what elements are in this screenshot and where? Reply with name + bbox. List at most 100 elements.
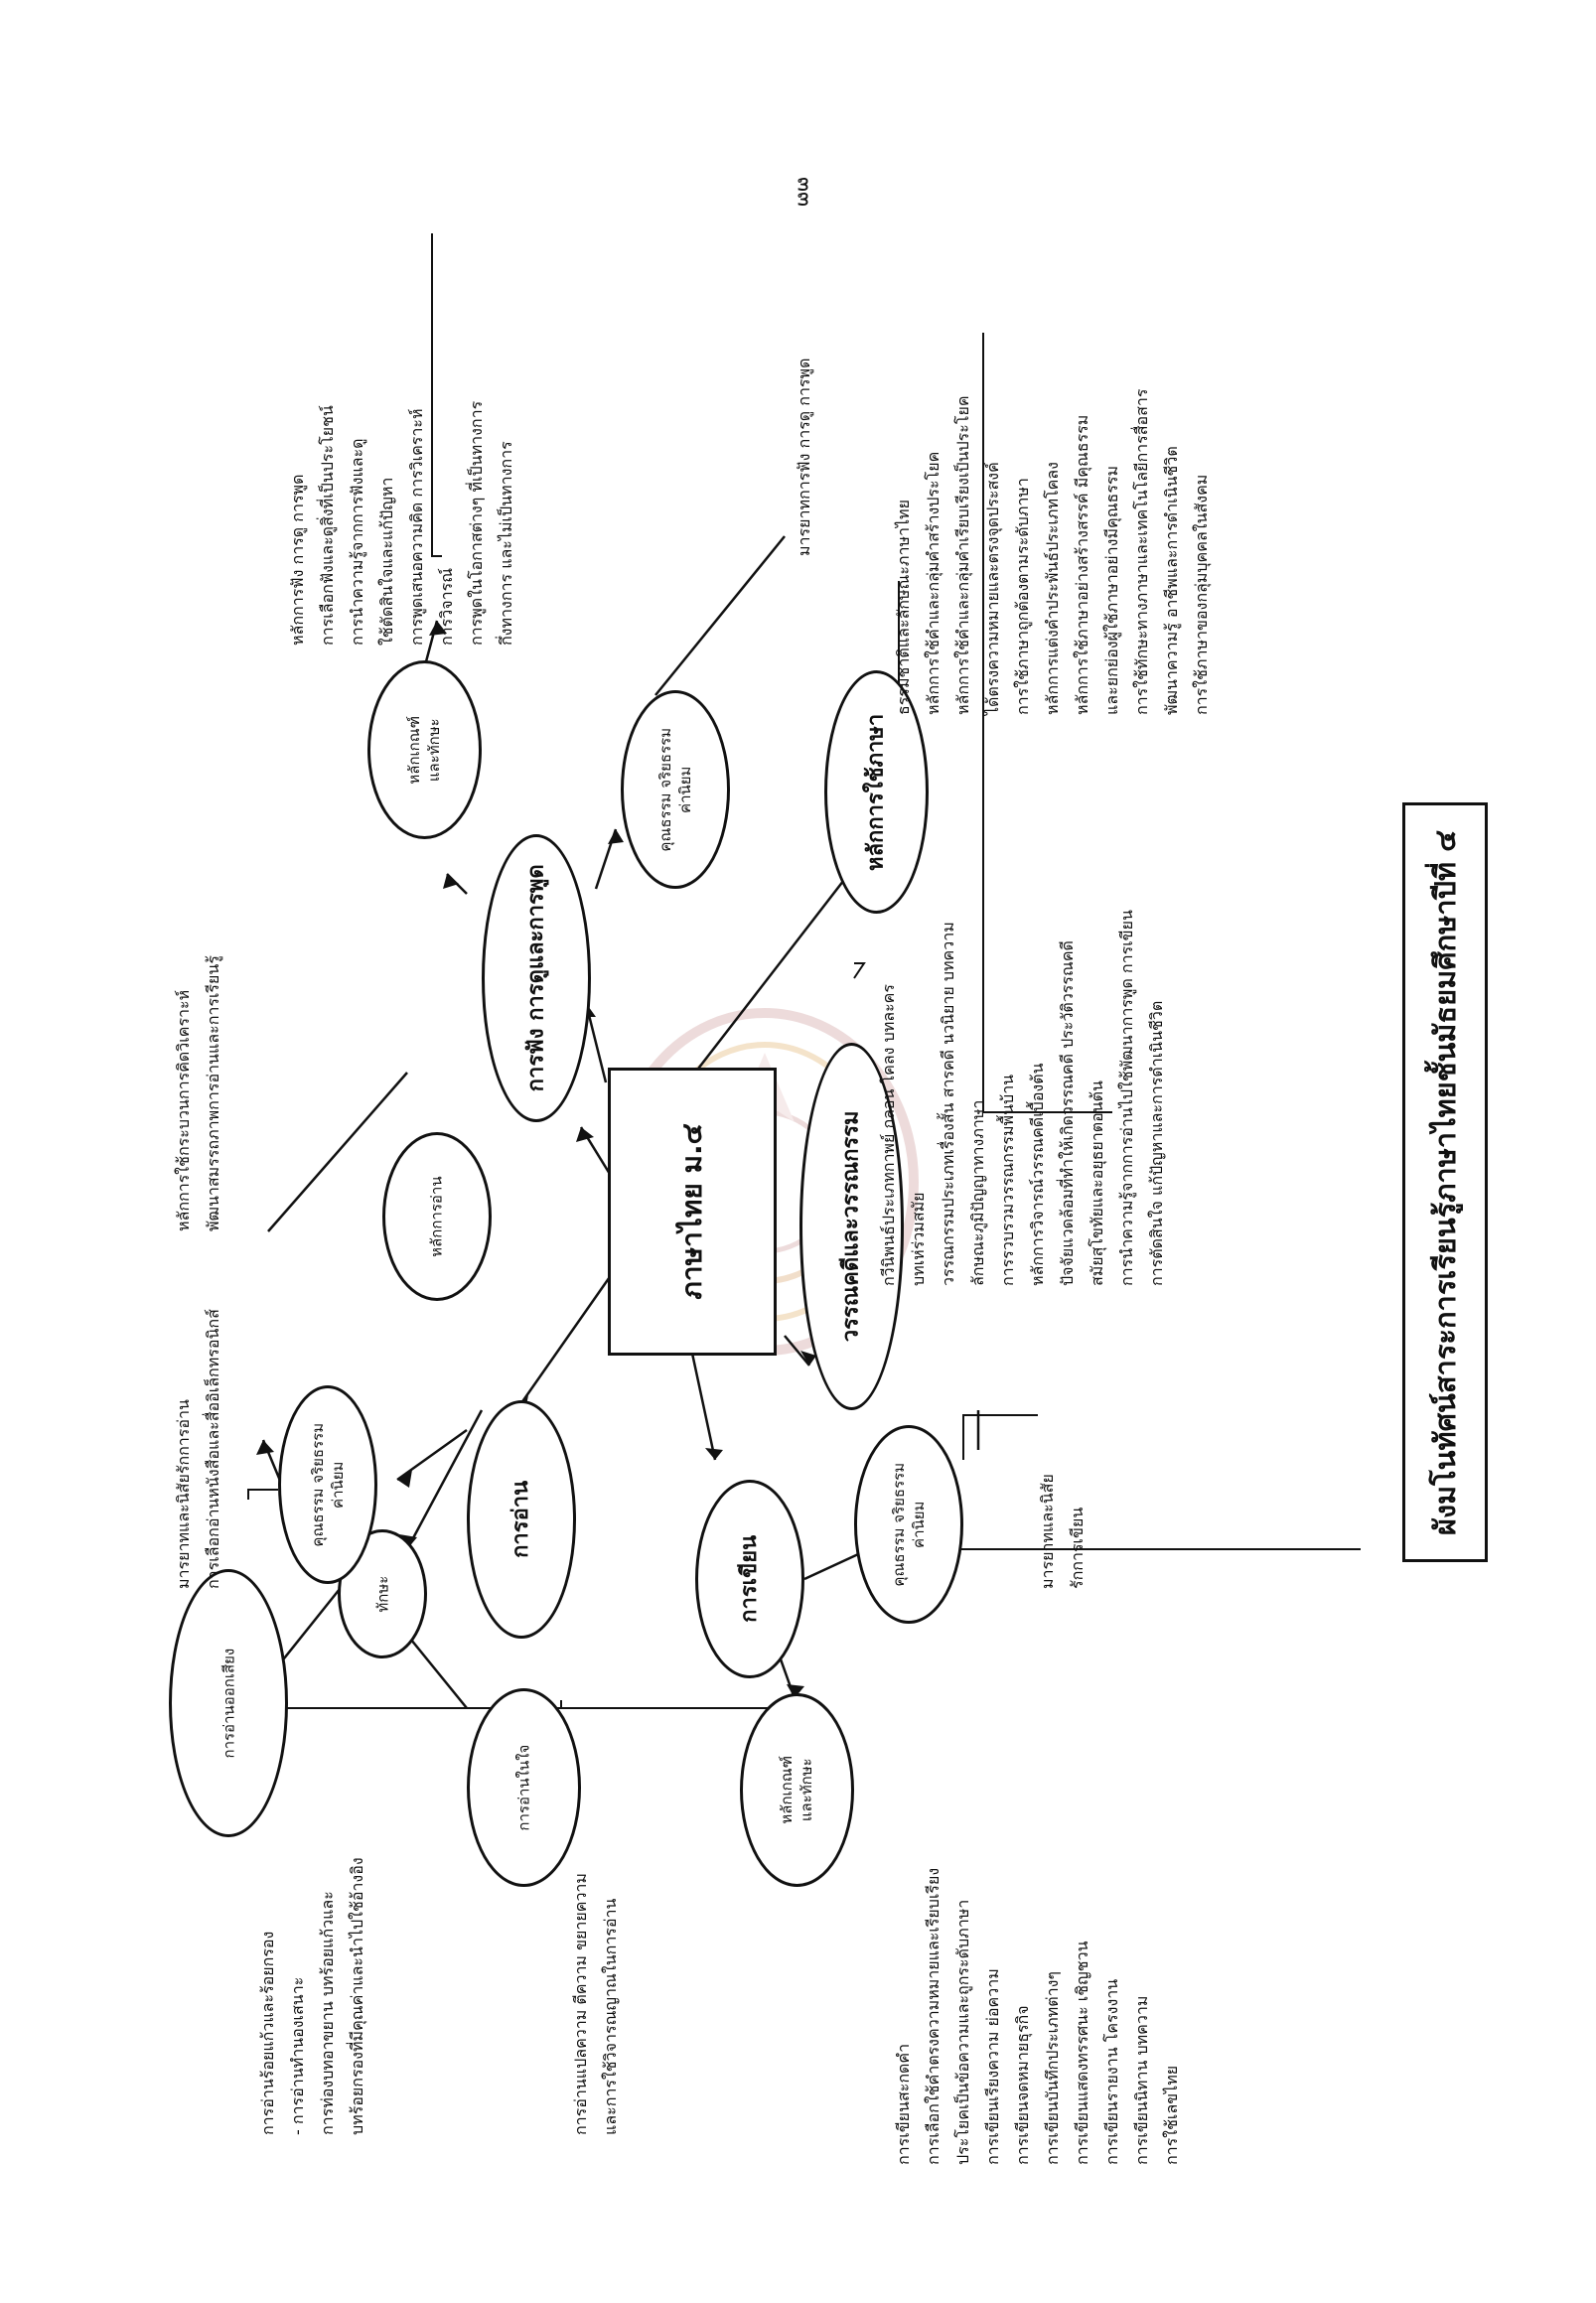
reading-ethics-line1: คุณธรรม จริยธรรม [308, 1422, 327, 1547]
list-item: การเลือกอ่านหนังสือและสื่ออิเล็กทรอนิกส์ [204, 1309, 222, 1589]
language-use-label: หลักการใช้ภาษา [863, 713, 889, 871]
list-item: และยกย่องผู้ใช้ภาษาอย่างมีคุณธรรม [1102, 465, 1121, 715]
list-item: การใช้ภาษาของกลุ่มบุคคลในสังคม [1192, 474, 1211, 715]
list-item: หลักการใช้กระบวนการคิดวิเคราะห์ [174, 989, 193, 1231]
language-use-list: ธรรมชาติและลักษณะภาษาไทย หลักการใช้คำและ… [889, 389, 1217, 715]
center-label: ภาษาไทย ม.๔ [675, 1123, 709, 1300]
list-item: หลักการใช้คำและกลุ่มคำเรียบเรียงเป็นประโ… [953, 395, 972, 715]
list-item: การเขียนบันทึกประเภทต่างๆ [1043, 1971, 1062, 2165]
title-box: ผังมโนทัศน์สาระการเรียนรู้ภาษาไทยชั้นมัธ… [1402, 802, 1488, 1562]
reading-principles-label: หลักการอ่าน [427, 1176, 446, 1257]
list-item: บทเห่ร่วมสมัย [909, 1192, 928, 1286]
list-item: หลักการใช้คำและกลุ่มคำสร้างประโยค [924, 451, 943, 715]
list-item: หลักการแต่งคำประพันธ์ประเภทโคลง [1043, 462, 1062, 715]
writing-ethics-line1: คุณธรรม จริยธรรม [889, 1462, 908, 1587]
writing-criteria-node: หลักเกณฑ์ และทักษะ [740, 1693, 854, 1887]
literature-label: วรรณคดีและวรรณกรรม [838, 1110, 864, 1343]
list-item: การท่องบทอาขยาน บทร้อยแก้วและ [318, 1891, 337, 2135]
listening-criteria-node: หลักเกณฑ์ และทักษะ [367, 660, 482, 839]
writing-ethics-list: มารยาทและนิสัย รักการเขียน [1033, 1474, 1092, 1589]
silent-reading-node: การอ่านในใจ [467, 1688, 581, 1887]
list-item: รักการเขียน [1068, 1507, 1087, 1589]
list-item: หลักการฟัง การดู การพูด [288, 474, 307, 646]
list-item: หลักการวิจารณ์วรรณคดีเบื้องต้น [1028, 1063, 1047, 1286]
listening-ethics-node: คุณธรรม จริยธรรม ค่านิยม [621, 690, 730, 889]
list-item: การใช้เลขไทย [1162, 2065, 1181, 2165]
oral-reading-label: การอ่านออกเสียง [218, 1648, 237, 1759]
list-item: การวิจารณ์ [437, 567, 456, 646]
list-item: ประโยคเป็นข้อความและถูกระดับภาษา [953, 1899, 972, 2165]
list-item: ได้ตรงความหมายและตรงจุดประสงค์ [983, 462, 1002, 715]
center-node: ภาษาไทย ม.๔ [608, 1068, 777, 1356]
reading-skills-label: ทักษะ [372, 1575, 391, 1613]
writing-ethics-node: คุณธรรม จริยธรรม ค่านิยม [854, 1425, 963, 1624]
list-item: มารยาทและนิสัยรักการอ่าน [174, 1399, 193, 1589]
reading-label: การอ่าน [508, 1480, 534, 1559]
reading-ethics-line2: ค่านิยม [329, 1461, 348, 1509]
list-item: การตัดสินใจ แก้ปัญหาและการดำเนินชีวิต [1147, 1000, 1166, 1286]
listening-node: การฟัง การดูและการพูด [482, 834, 591, 1122]
list-item: กวีนิพนธ์ประเภทกาพย์ กลอน โคลง บทละคร [879, 984, 898, 1286]
page-title: ผังมโนทัศน์สาระการเรียนรู้ภาษาไทยชั้นมัธ… [1428, 829, 1463, 1535]
list-item: การรวบรวมวรรณกรรมพื้นบ้าน [998, 1074, 1017, 1286]
list-item: ลักษณะภูมิปัญญาทางภาษา [968, 1099, 987, 1286]
list-item: วรรณกรรมประเภทเรื่องสั้น สารคดี นวนิยาย … [939, 922, 957, 1286]
listening-ethics-line2: ค่านิยม [676, 766, 695, 813]
silent-reading-list: การอ่านแปลความ ตีความ ขยายความ และการใช้… [566, 1873, 626, 2135]
listening-ethics-list: มารยาทการฟัง การดู การพูด [790, 359, 819, 556]
list-item: การนำความรู้จากการอ่านไปใช้พัฒนาการพูด ก… [1117, 910, 1136, 1286]
writing-label: การเขียน [737, 1535, 763, 1623]
list-item: การอ่านแปลความ ตีความ ขยายความ [571, 1873, 590, 2135]
list-item: การเขียนแสดงทรรศนะ เชิญชวน [1073, 1941, 1091, 2165]
list-item: มารยาทและนิสัย [1038, 1474, 1057, 1589]
reading-node: การอ่าน [467, 1400, 576, 1639]
page-number: ๓๓ [792, 176, 817, 208]
listening-criteria-line1: หลักเกณฑ์ [405, 715, 424, 785]
list-item: การใช้ทักษะทางภาษาและเทคโนโลยีการสื่อสาร [1132, 388, 1151, 715]
list-item: พัฒนาสมรรถภาพการอ่านและการเรียนรู้ [204, 955, 222, 1231]
reading-skills-node: ทักษะ [338, 1529, 427, 1658]
literature-node: วรรณคดีและวรรณกรรม [799, 1043, 904, 1410]
listening-ethics-line1: คุณธรรม จริยธรรม [655, 727, 674, 852]
reading-principles-node: หลักการอ่าน [382, 1132, 492, 1301]
list-item: การพูดเสนอความคิด การวิเคราะห์ [407, 408, 426, 646]
oral-reading-node: การอ่านออกเสียง [169, 1569, 288, 1837]
list-item: ใช้ตัดสินใจและแก้ปัญหา [377, 477, 396, 646]
listening-label: การฟัง การดูและการพูด [523, 864, 549, 1092]
listening-criteria-line2: และทักษะ [425, 718, 444, 782]
list-item: การอ่านร้อยแก้วและร้อยกรอง [258, 1931, 277, 2135]
list-item: ปัจจัยแวดล้อมที่ทำให้เกิดวรรณคดี ประวัติ… [1058, 940, 1077, 1286]
list-item: การเขียนเรียงความ ย่อความ [983, 1968, 1002, 2165]
writing-criteria-line1: หลักเกณฑ์ [778, 1756, 797, 1824]
writing-criteria-line2: และทักษะ [798, 1758, 816, 1822]
reading-ethics-node: คุณธรรม จริยธรรม ค่านิยม [278, 1385, 377, 1584]
language-use-node: หลักการใช้ภาษา [824, 670, 929, 914]
oral-reading-list: การอ่านร้อยแก้วและร้อยกรอง - การอ่านทำนอ… [253, 1857, 372, 2135]
list-item: บทร้อยกรองที่มีคุณค่าและนำไปใช้อ้างอิง [348, 1857, 366, 2135]
list-item: การเขียนนิทาน บทความ [1132, 1995, 1151, 2165]
list-item: กึ่งทางการ และไม่เป็นทางการ [497, 441, 515, 646]
writing-node: การเขียน [695, 1480, 804, 1678]
literature-list: กวีนิพนธ์ประเภทกาพย์ กลอน โคลง บทละคร บท… [874, 910, 1172, 1286]
list-item: พัฒนาความรู้ อาชีพและการดำเนินชีวิต [1162, 446, 1181, 715]
list-item: การพูดในโอกาสต่างๆ ที่เป็นทางการ [467, 400, 486, 646]
list-item: หลักการใช้ภาษาอย่างสร้างสรรค์ มีคุณธรรม [1073, 414, 1091, 715]
reading-principles-list: หลักการใช้กระบวนการคิดวิเคราะห์ พัฒนาสมร… [169, 955, 228, 1231]
list-item: การนำความรู้จากการฟังและดู [348, 438, 366, 646]
list-item: การเขียนรายงาน โครงงาน [1102, 1978, 1121, 2165]
list-item: การเลือกฟังและดูสิ่งที่เป็นประโยชน์ [318, 405, 337, 646]
list-item: การเลือกใช้คำตรงความหมายและเรียบเรียง [924, 1867, 943, 2165]
list-item: และการใช้วิจารณญาณในการอ่าน [601, 1898, 620, 2135]
writing-criteria-list: การเขียนสะกดคำ การเลือกใช้คำตรงความหมายแ… [889, 1868, 1187, 2165]
listening-criteria-list: หลักการฟัง การดู การพูด การเลือกฟังและดู… [283, 401, 521, 646]
list-item: สมัยสุโขทัยและอยุธยาตอนต้น [1088, 1080, 1106, 1286]
list-item: การเขียนสะกดคำ [894, 2043, 913, 2165]
list-item: ธรรมชาติและลักษณะภาษาไทย [894, 500, 913, 715]
reading-ethics-list: มารยาทและนิสัยรักการอ่าน การเลือกอ่านหนั… [169, 1309, 228, 1589]
silent-reading-label: การอ่านในใจ [514, 1744, 533, 1831]
list-item: มารยาทการฟัง การดู การพูด [795, 358, 813, 556]
writing-ethics-line2: ค่านิยม [910, 1501, 929, 1548]
list-item: - การอ่านทำนองเสนาะ [288, 1976, 307, 2135]
